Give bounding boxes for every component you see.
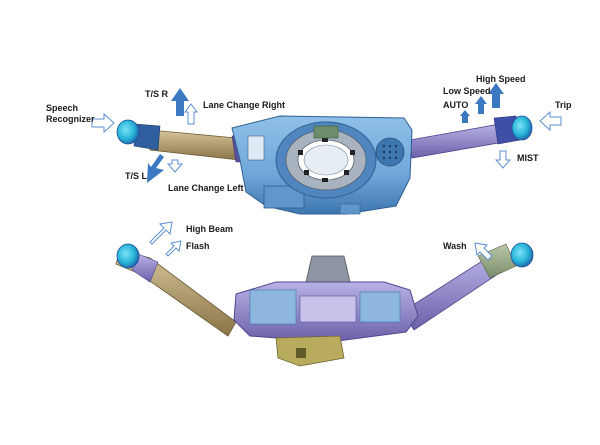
ts-l-label: T/S L — [125, 171, 147, 181]
wash-outline-arrow-icon — [474, 242, 493, 261]
direction-arrows — [91, 83, 562, 261]
trip-button-icon — [511, 115, 533, 141]
ring-contact-studs — [298, 138, 355, 182]
low-speed-solid-blue-arrow-icon — [475, 96, 487, 114]
speech-recognizer-outline-arrow-icon — [91, 112, 115, 134]
speech-recognizer-label-line2: Recognizer — [46, 114, 95, 124]
bottom-switch-assembly — [115, 242, 534, 367]
auto-label: AUTO — [443, 100, 469, 110]
auto-solid-blue-arrow-icon — [460, 110, 470, 123]
high-beam-label: High Beam — [186, 224, 234, 234]
wash-knob-icon — [510, 242, 534, 268]
lane-change-right-label: Lane Change Right — [203, 100, 286, 110]
trip-label: Trip — [555, 100, 572, 110]
mist-label: MIST — [517, 153, 539, 163]
wiper-stalk-upper — [409, 115, 533, 159]
speech-recognizer-button-icon — [116, 119, 140, 145]
wash-label: Wash — [443, 241, 467, 251]
speaker-grille — [375, 137, 405, 167]
high-speed-solid-blue-arrow-icon — [488, 83, 504, 108]
high-speed-label: High Speed — [476, 74, 526, 84]
headlamp-stalk — [115, 243, 237, 337]
lane-change-left-label: Lane Change Left — [168, 183, 244, 193]
speech-recognizer-label: Speech Recognizer — [46, 103, 95, 125]
turn-signal-stalk — [116, 119, 247, 163]
ts-r-label: T/S R — [145, 89, 169, 99]
ts-l-solid-blue-arrow-icon — [147, 154, 164, 183]
flash-label: Flash — [186, 241, 210, 251]
mist-outline-arrow-icon — [494, 150, 512, 169]
ts-r-solid-blue-arrow-icon — [171, 88, 189, 116]
lane-change-left-outline-arrow-icon — [166, 159, 184, 173]
top-switch-assembly — [116, 115, 533, 215]
flash-outline-arrow-icon — [165, 240, 182, 257]
wiper-stalk-lower — [401, 242, 534, 331]
high-beam-outline-arrow-icon — [149, 221, 173, 245]
low-speed-label: Low Speed — [443, 86, 491, 96]
lane-change-right-outline-arrow-icon — [184, 103, 198, 125]
headlamp-knob-icon — [116, 243, 140, 269]
speech-recognizer-label-line1: Speech — [46, 103, 79, 113]
trip-outline-arrow-icon — [539, 110, 562, 132]
top-housing — [231, 115, 413, 215]
bottom-housing — [233, 255, 419, 367]
